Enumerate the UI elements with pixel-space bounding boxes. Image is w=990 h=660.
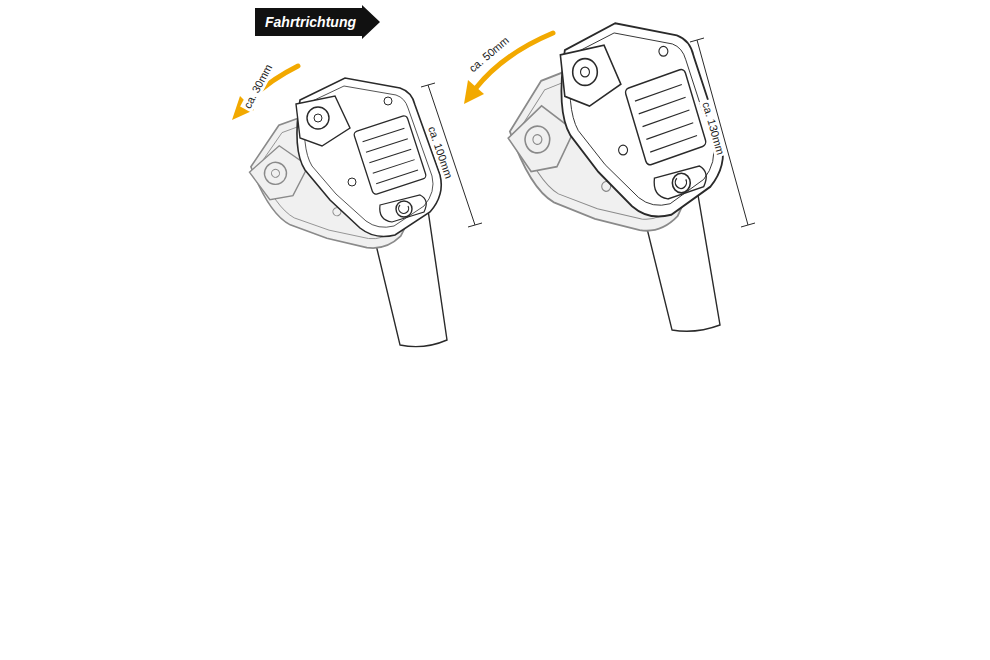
arrow-fill <box>255 5 380 39</box>
dimension-label: ca. 30mm <box>240 60 276 112</box>
dimension-label: ca. 50mm <box>465 32 513 76</box>
direction-banner: Fahrtrichtung <box>255 5 380 39</box>
direction-label: Fahrtrichtung <box>265 12 356 32</box>
